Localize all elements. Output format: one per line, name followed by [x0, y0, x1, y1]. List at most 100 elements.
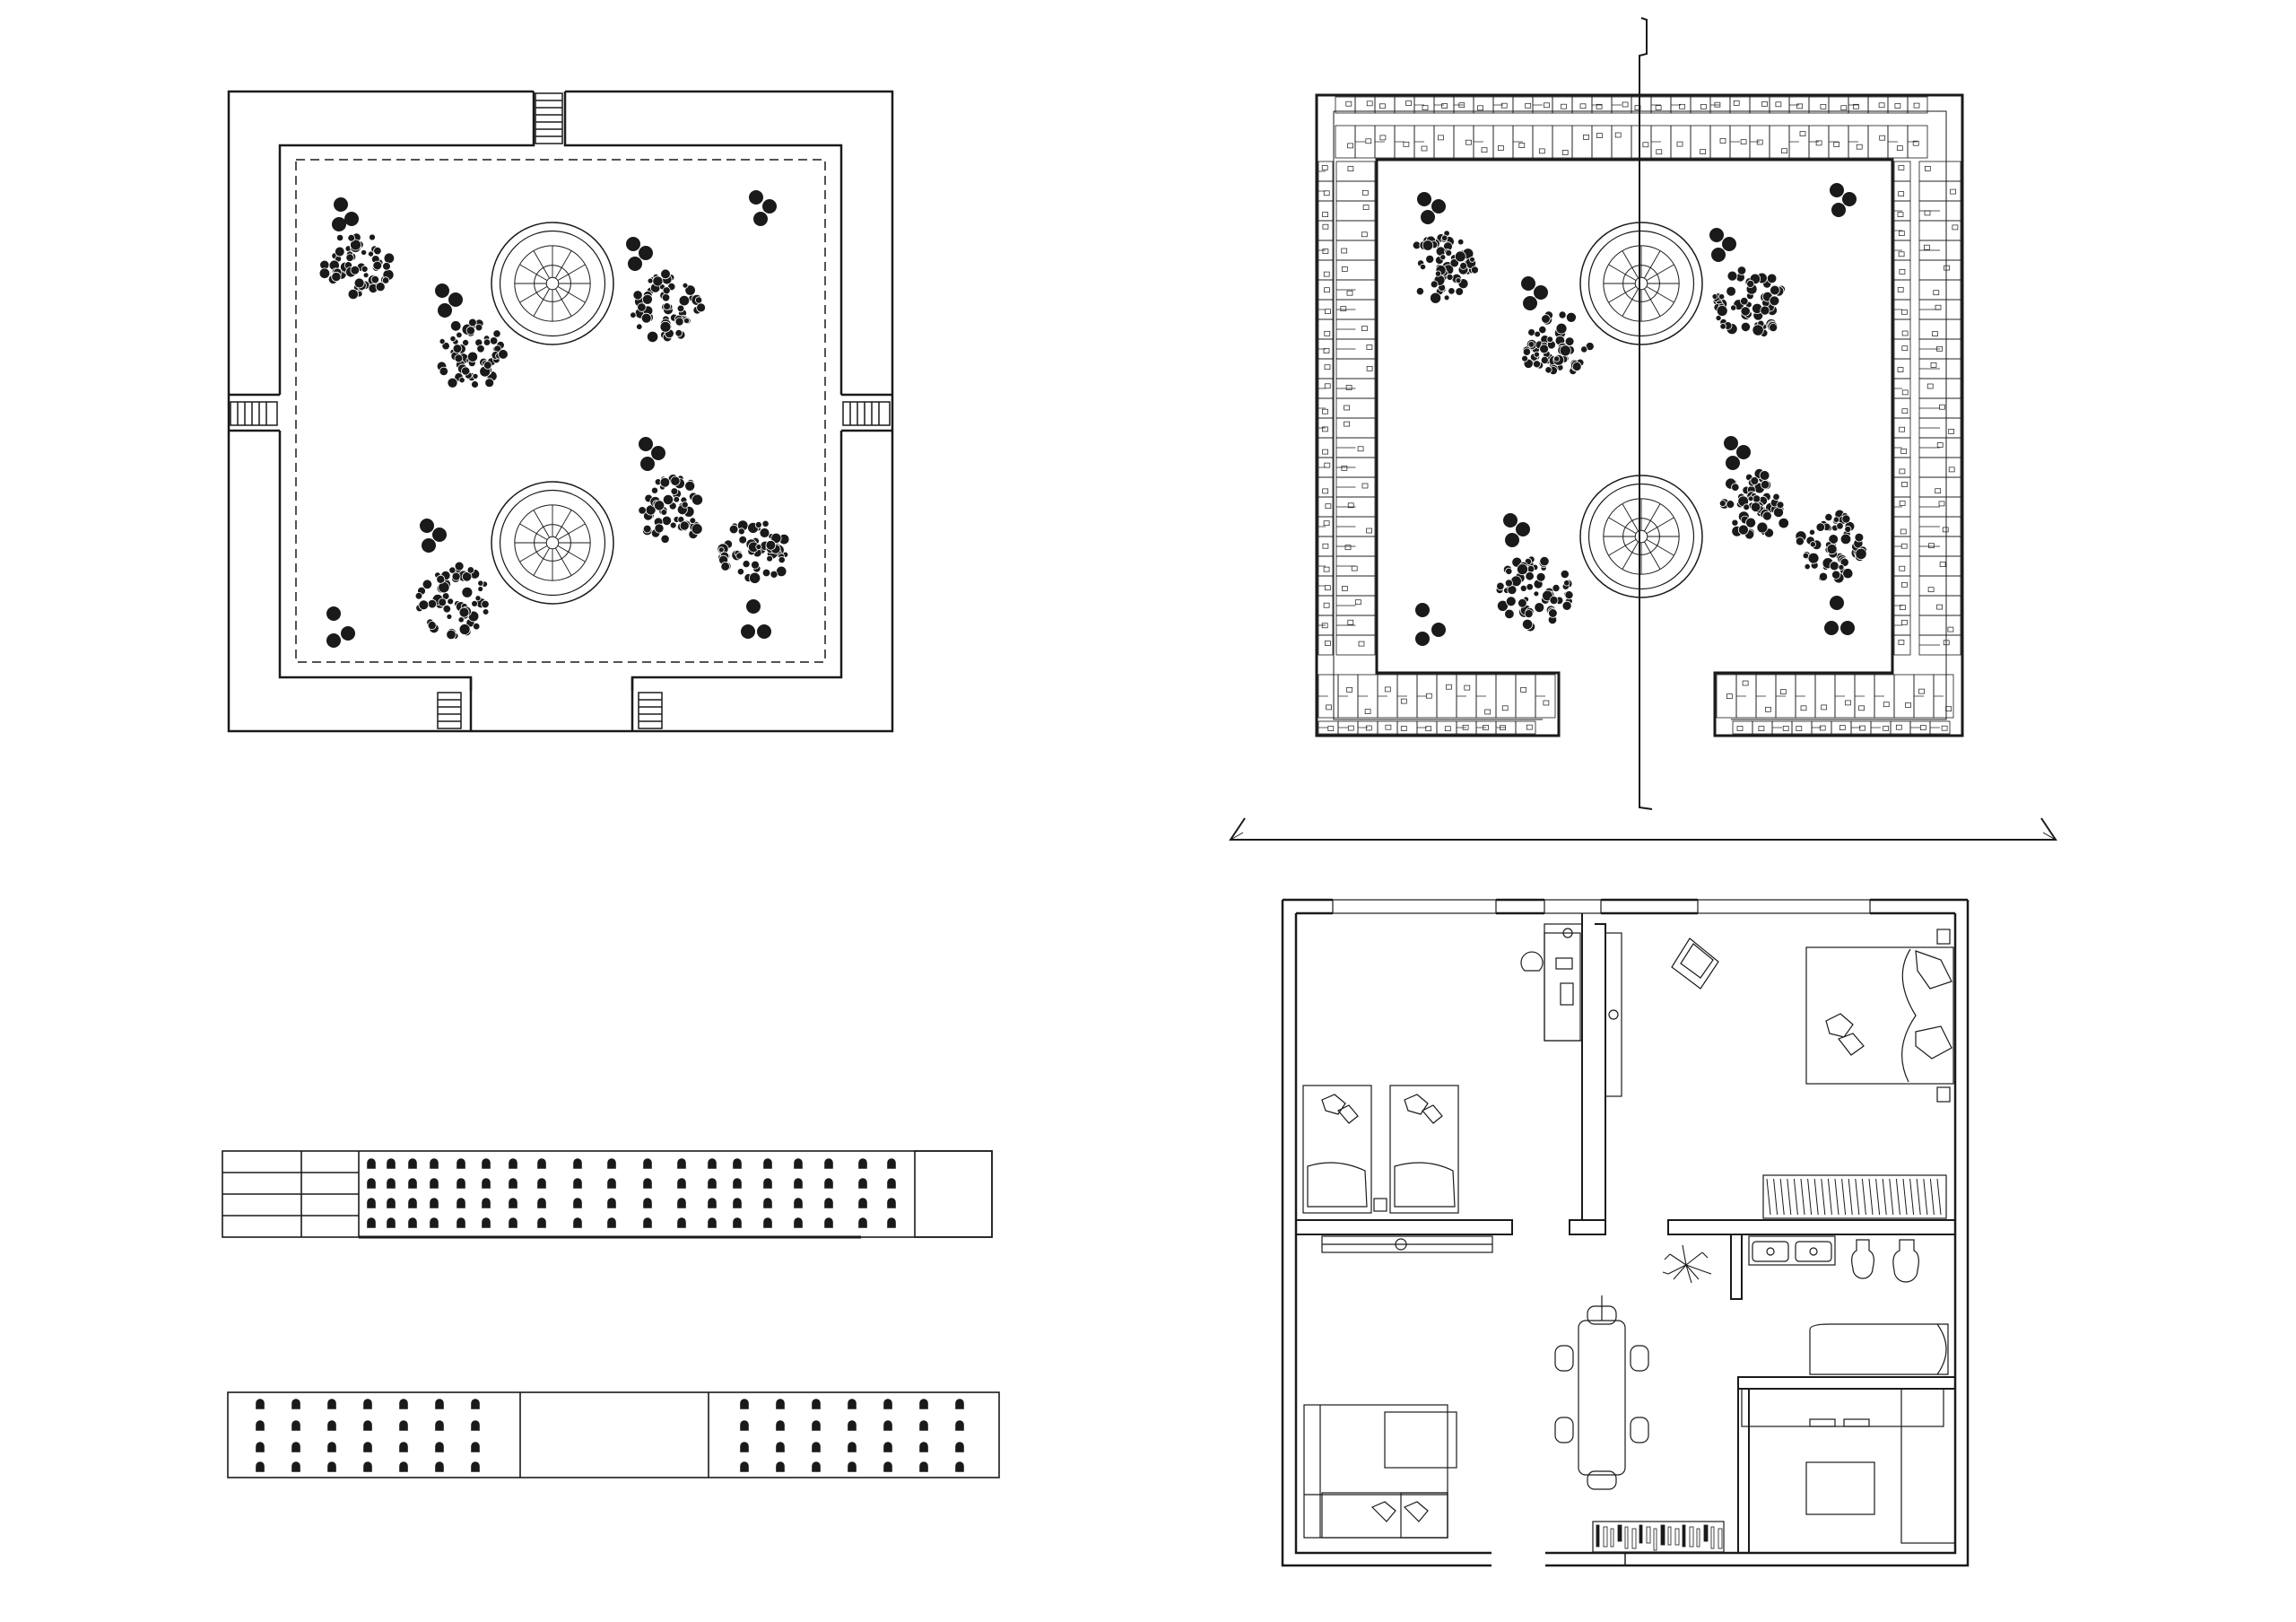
arched-window	[812, 1399, 821, 1409]
unit-room	[1318, 476, 1334, 498]
fixture-mark	[1358, 641, 1365, 647]
shelf-outline	[1592, 1521, 1725, 1553]
fixture-mark	[1345, 100, 1352, 107]
desk-chair	[1520, 928, 1581, 1042]
unit-room	[1893, 259, 1911, 281]
arched-window	[858, 1198, 867, 1208]
fixture-mark	[1322, 249, 1329, 254]
arched-window	[363, 1442, 372, 1452]
arched-window	[848, 1420, 857, 1431]
arched-window	[327, 1461, 336, 1472]
unit-room	[1318, 279, 1334, 301]
arched-window	[399, 1461, 408, 1472]
courtyard-site-plan	[227, 90, 894, 733]
fixture-mark	[1700, 149, 1707, 154]
fixture-mark	[1938, 501, 1945, 507]
arched-window	[408, 1178, 417, 1189]
arched-window	[363, 1399, 372, 1409]
unit-room	[1318, 634, 1334, 656]
unit-room	[1918, 595, 1961, 616]
arched-window	[537, 1198, 546, 1208]
fixture-mark	[1365, 138, 1372, 144]
unit-room	[1396, 720, 1418, 735]
bathroom-fixtures	[1748, 1235, 1949, 1375]
unit-room	[1335, 634, 1376, 656]
unit-room	[1814, 674, 1836, 719]
arched-window	[955, 1461, 964, 1472]
arched-window	[708, 1178, 717, 1189]
fixture-mark	[1322, 543, 1329, 549]
fixture-mark	[1899, 269, 1906, 275]
fixture-mark	[1444, 726, 1451, 732]
unit-room	[1716, 674, 1737, 719]
fixture-mark	[1322, 408, 1328, 414]
staircase-west	[230, 401, 278, 426]
unit-room	[1318, 318, 1334, 340]
arched-window	[509, 1217, 517, 1228]
arched-window	[363, 1420, 372, 1431]
fixture-mark	[1945, 706, 1952, 712]
arched-window	[955, 1420, 964, 1431]
shrub-cluster	[639, 437, 665, 471]
arched-window	[887, 1178, 896, 1189]
fixture-mark	[1357, 446, 1364, 452]
unit-room	[1631, 125, 1652, 159]
fixture-mark	[1898, 640, 1905, 645]
arched-window	[794, 1158, 803, 1169]
fixture-mark	[1733, 100, 1740, 106]
fixture-mark	[1520, 687, 1526, 693]
fixture-mark	[1324, 383, 1331, 389]
unit-room	[1893, 279, 1911, 301]
hanger-line	[1868, 1178, 1874, 1216]
fixture-mark	[1901, 330, 1909, 336]
arched-window	[256, 1399, 265, 1409]
hanger-line	[1821, 1178, 1826, 1216]
staircase-east	[842, 401, 891, 426]
arched-window	[457, 1178, 465, 1189]
fixture-mark	[1341, 466, 1348, 471]
arched-window	[955, 1442, 964, 1452]
kitchen-counter	[1741, 1388, 1956, 1544]
unit-room	[1918, 259, 1961, 281]
fixture-mark	[1561, 103, 1567, 109]
fixture-mark	[1932, 331, 1938, 336]
unit-room	[1893, 318, 1911, 340]
unit-room	[1769, 96, 1790, 114]
fixture-mark	[1856, 144, 1863, 150]
fixture-mark	[1400, 726, 1407, 731]
book	[1596, 1524, 1600, 1548]
fixture-mark	[1400, 698, 1407, 704]
fixture-mark	[1642, 142, 1649, 148]
fixture-mark	[1347, 166, 1354, 171]
fountain	[491, 222, 614, 345]
fixture-mark	[1901, 482, 1908, 487]
book	[1631, 1528, 1637, 1549]
arched-window	[794, 1217, 803, 1228]
arched-window	[471, 1420, 480, 1431]
hanger-line	[1916, 1178, 1921, 1216]
fixture-mark	[1800, 705, 1807, 711]
fixture-mark	[1901, 389, 1909, 396]
arched-window	[858, 1158, 867, 1169]
fixture-mark	[1758, 726, 1765, 731]
fixture-mark	[1366, 528, 1372, 534]
unit-room	[1335, 96, 1356, 114]
fixture-mark	[1538, 148, 1545, 154]
fixture-mark	[1935, 488, 1942, 494]
fixture-mark	[1742, 680, 1749, 686]
fixture-mark	[1924, 210, 1931, 216]
fixture-mark	[1948, 429, 1955, 434]
fixture-mark	[1655, 105, 1662, 110]
shrub-cluster	[741, 599, 771, 639]
fixture-mark	[1327, 726, 1335, 731]
fixture-mark	[1840, 105, 1848, 111]
hanger-line	[1895, 1178, 1900, 1216]
arched-window	[824, 1198, 833, 1208]
wall-elevation-upper	[222, 1150, 993, 1239]
hanger-line	[1807, 1178, 1813, 1216]
unit-room	[1918, 378, 1961, 399]
fixture-mark	[1796, 103, 1804, 109]
arched-window	[919, 1461, 928, 1472]
fixture-mark	[1815, 140, 1822, 146]
